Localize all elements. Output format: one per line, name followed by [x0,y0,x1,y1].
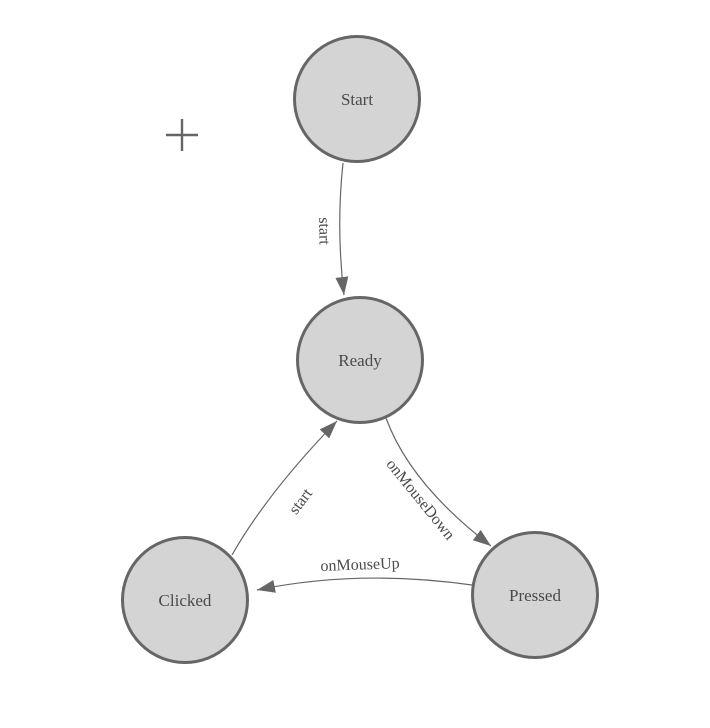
node-ready[interactable]: Ready [296,296,424,424]
edge-label-onmousedown: onMouseDown [382,456,457,543]
edge-line[interactable] [231,420,338,556]
node-start-circle[interactable] [293,35,421,163]
edge-clicked-to-ready[interactable]: start [231,420,338,556]
node-clicked[interactable]: Clicked [121,536,249,664]
node-start[interactable]: Start [293,35,421,163]
edge-line[interactable] [335,162,349,296]
edge-line[interactable] [385,417,492,547]
node-pressed-circle[interactable] [471,531,599,659]
edge-line[interactable] [256,577,473,593]
node-ready-circle[interactable] [296,296,424,424]
edge-start-to-ready[interactable]: start [315,162,349,296]
node-pressed[interactable]: Pressed [471,531,599,659]
edge-label-start-ready: start [315,217,332,245]
crosshair-icon [166,119,198,151]
edge-label-onmouseup: onMouseUp [320,555,400,575]
node-clicked-circle[interactable] [121,536,249,664]
edge-pressed-to-clicked[interactable]: onMouseUp [256,555,473,593]
edge-ready-to-pressed[interactable]: onMouseDown [382,417,492,547]
edge-label-start-clicked-ready: start [286,485,316,518]
